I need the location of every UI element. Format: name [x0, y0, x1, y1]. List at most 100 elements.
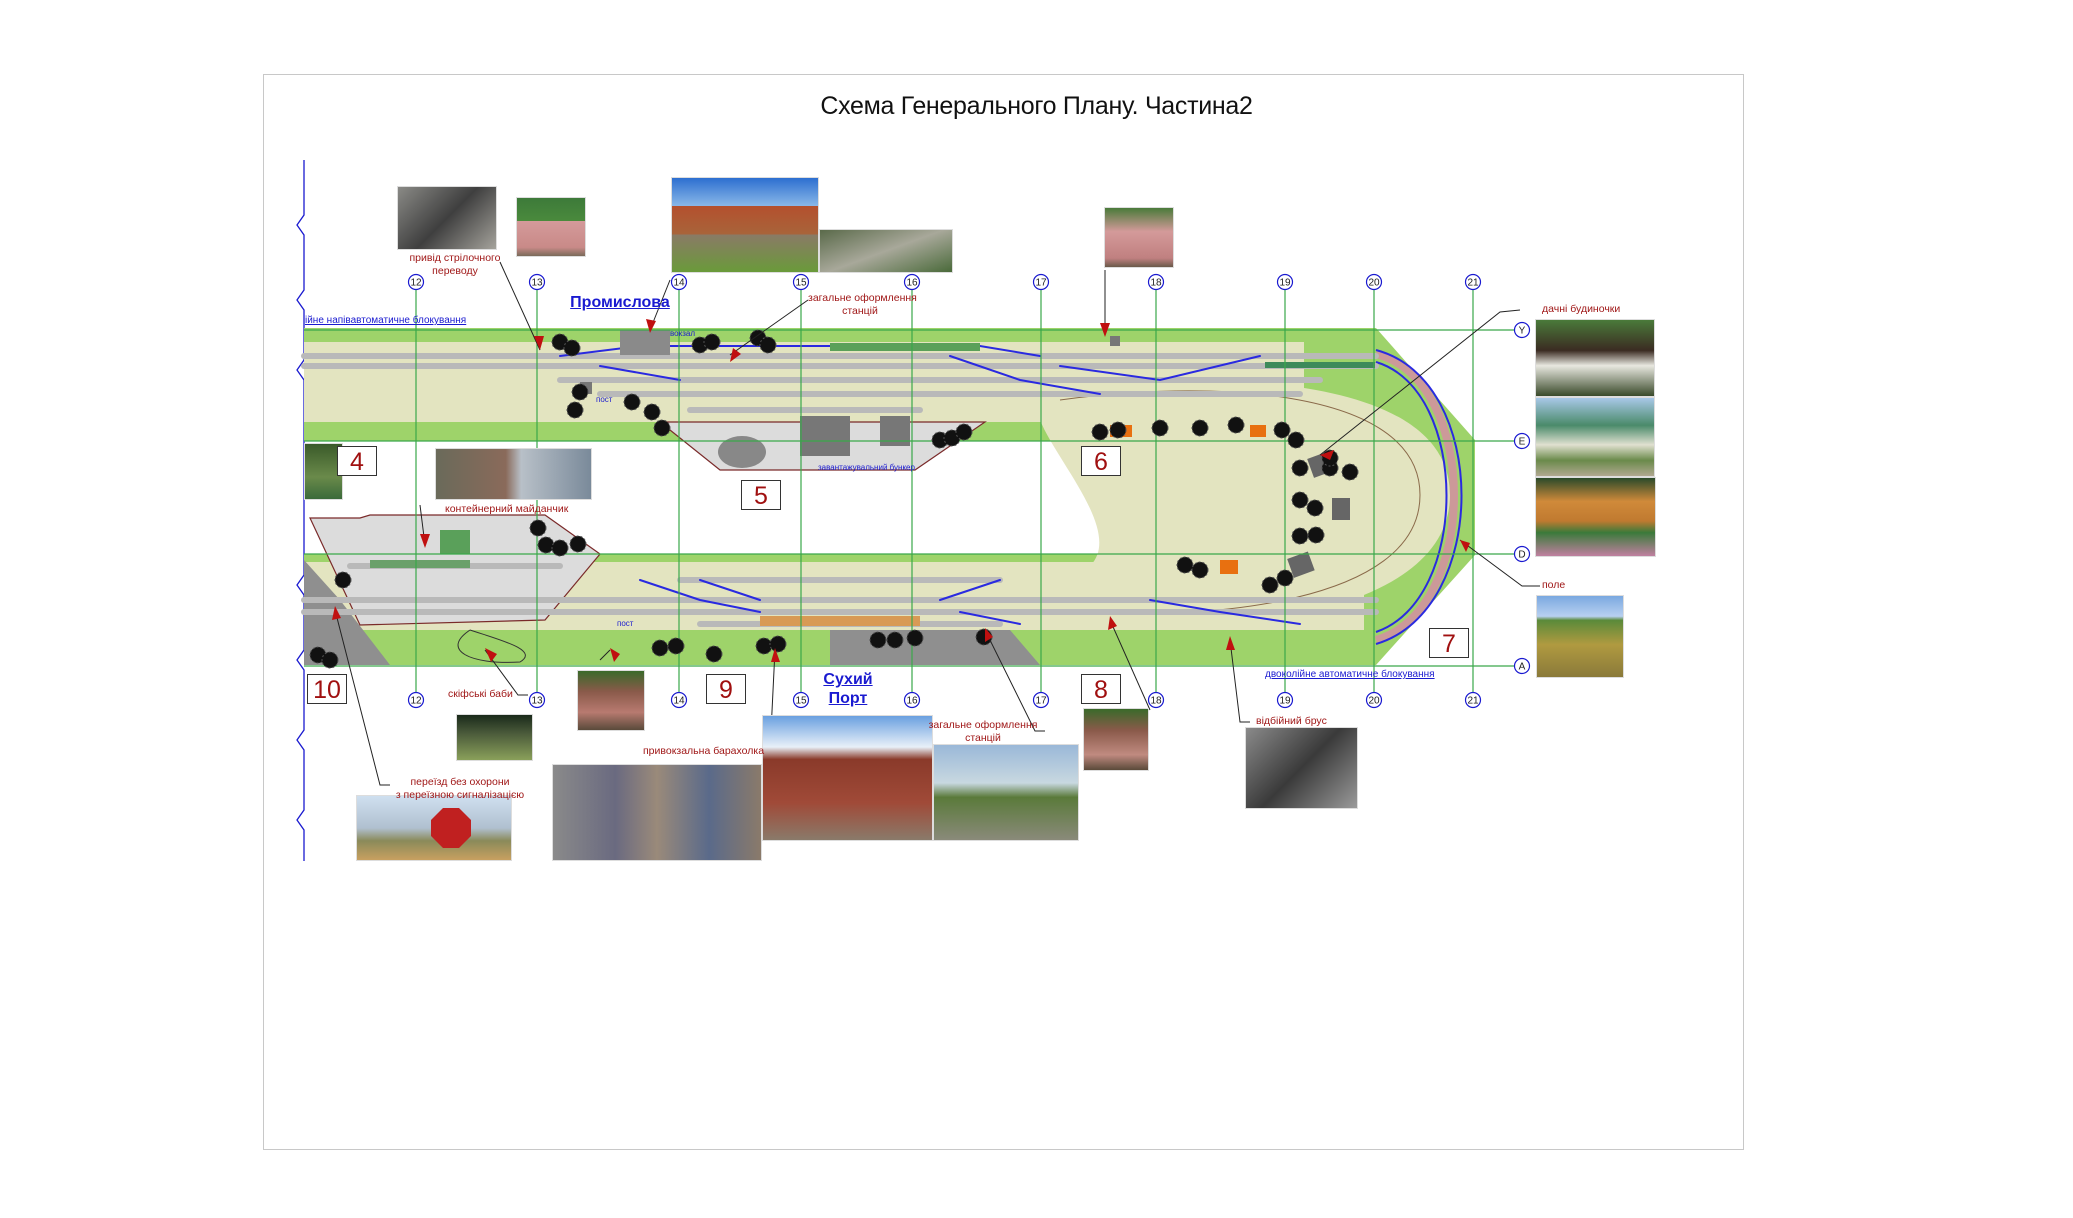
- grid-column-marker: [1147, 273, 1165, 291]
- zone-4: 4: [337, 446, 377, 476]
- grid-column-marker: [792, 691, 810, 709]
- photo-scythian-statues: [456, 714, 533, 761]
- tree-icon: [1287, 431, 1305, 449]
- photo-station-promyslova: [671, 177, 819, 273]
- tree-icon: [869, 631, 887, 649]
- tree-icon: [703, 333, 721, 351]
- callout-level-crossing: переїзд без охорони з переїзною сигналіз…: [390, 776, 530, 802]
- zone-6: 6: [1081, 446, 1121, 476]
- tree-icon: [1291, 527, 1309, 545]
- callout-station-design-top: загальне оформлення станцій: [808, 292, 917, 318]
- grid-row-marker: [1513, 321, 1531, 339]
- break-line: [296, 160, 305, 861]
- callout-line: привід стрілочного: [409, 252, 501, 264]
- tree-icon: [1261, 576, 1279, 594]
- double-track-blocking-link[interactable]: двоколійне автоматичне блокування: [1265, 669, 1435, 680]
- grid-column-marker: [1276, 273, 1294, 291]
- grid-row-label: A: [1519, 662, 1526, 673]
- tree-icon: [643, 403, 661, 421]
- callout-field: поле: [1542, 579, 1566, 591]
- photo-dacha-2: [1535, 397, 1655, 477]
- grid-column-label: 15: [795, 278, 807, 289]
- grid-column-label: 14: [673, 278, 685, 289]
- grid-column-label: 18: [1150, 278, 1162, 289]
- photo-station-tracks: [933, 744, 1079, 841]
- zone-9: 9: [706, 674, 746, 704]
- photo-dacha-1: [1535, 319, 1655, 397]
- grid-column-label: 12: [410, 696, 422, 707]
- callout-line: загальне оформлення: [808, 292, 917, 304]
- grid-column-label: 19: [1279, 696, 1291, 707]
- grid-column-marker: [1464, 273, 1482, 291]
- grid-column-marker: [1032, 691, 1050, 709]
- tree-icon: [529, 519, 547, 537]
- grid-column-label: 18: [1150, 696, 1162, 707]
- tree-icon: [1151, 419, 1169, 437]
- tree-icon: [1191, 561, 1209, 579]
- callout-station-design-bottom: загальне оформлення станцій: [928, 719, 1038, 745]
- grid-column-label: 20: [1368, 696, 1380, 707]
- grid-row-marker: [1513, 657, 1531, 675]
- grid-row-label: D: [1518, 550, 1525, 561]
- grid-column-label: 16: [906, 278, 918, 289]
- station-sukhyi-port-line2: Порт: [828, 690, 868, 707]
- grid-row-label: Y: [1519, 326, 1526, 337]
- callout-switch-drive: привід стрілочного переводу: [405, 252, 505, 278]
- tree-icon: [1191, 419, 1209, 437]
- photo-field: [1536, 595, 1624, 678]
- callout-line: загальне оформлення: [928, 719, 1038, 731]
- station-promyslova[interactable]: Промислова: [570, 294, 670, 311]
- semi-auto-blocking-link[interactable]: ійне напівавтоматичне блокування: [305, 315, 467, 326]
- grid-column-marker: [670, 691, 688, 709]
- tree-icon: [886, 631, 904, 649]
- grid-column-label: 12: [410, 278, 422, 289]
- tree-icon: [334, 571, 352, 589]
- loading-bunker-building: [800, 416, 850, 456]
- tree-icon: [1091, 423, 1109, 441]
- photo-booth-17: [1104, 207, 1174, 268]
- grid-row-marker: [1513, 545, 1531, 563]
- tree-icon: [769, 635, 787, 653]
- photo-signal-booth: [516, 197, 586, 257]
- grid-column-marker: [670, 273, 688, 291]
- station-sukhyi-port[interactable]: Сухий Порт: [800, 670, 896, 708]
- callout-flea-market: привокзальна барахолка: [643, 745, 765, 757]
- callout-line: станцій: [965, 732, 1001, 744]
- tree-icon: [571, 383, 589, 401]
- grid-column-marker: [792, 273, 810, 291]
- post-label: пост: [596, 395, 613, 404]
- grid-row-label: E: [1519, 437, 1526, 448]
- tree-icon: [1176, 556, 1194, 574]
- grid-column-label: 17: [1035, 278, 1047, 289]
- coordinate-grid: 1212131314141515161617171818191920202121…: [304, 273, 1531, 709]
- station-building-label: вокзал: [670, 329, 695, 338]
- tree-icon: [1109, 421, 1127, 439]
- grid-column-label: 13: [531, 696, 543, 707]
- photo-platform: [819, 229, 953, 273]
- photo-buffer-beam: [1245, 727, 1358, 809]
- tree-icon: [906, 629, 924, 647]
- tree-icon: [1273, 421, 1291, 439]
- callout-dachas: дачні будиночки: [1542, 303, 1621, 315]
- trees: [309, 329, 1359, 669]
- station-sukhyi-port-line1: Сухий: [823, 671, 873, 688]
- tree-icon: [551, 539, 569, 557]
- tree-icon: [1276, 569, 1294, 587]
- zone-5: 5: [741, 480, 781, 510]
- callout-scythian-statues: скіфські баби: [448, 688, 513, 700]
- callout-buffer-beam: відбійний брус: [1256, 715, 1327, 727]
- photo-level-crossing: [356, 795, 512, 861]
- callout-line: переводу: [432, 265, 478, 277]
- grid-column-marker: [1032, 273, 1050, 291]
- tracks: [301, 343, 1379, 627]
- tree-icon: [755, 637, 773, 655]
- grid-column-marker: [1365, 273, 1383, 291]
- photo-flea-market: [552, 764, 762, 861]
- tree-icon: [651, 639, 669, 657]
- grid-column-marker: [528, 273, 546, 291]
- grid-column-marker: [1464, 691, 1482, 709]
- tree-icon: [653, 419, 671, 437]
- callout-container-yard: контейнерний майданчик: [445, 503, 569, 515]
- tree-icon: [759, 336, 777, 354]
